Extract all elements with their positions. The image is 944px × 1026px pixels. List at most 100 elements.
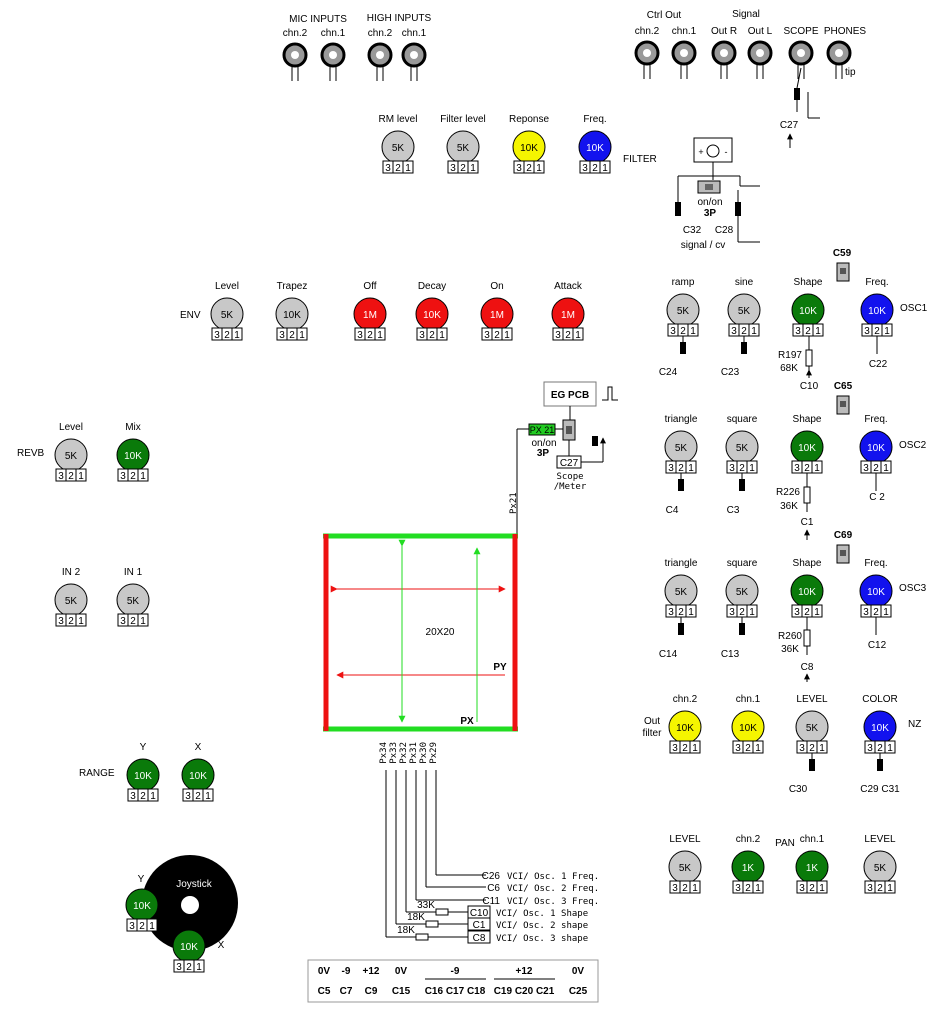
pot-pin-number: 3 (668, 607, 674, 618)
pot-value: 1M (363, 310, 377, 321)
revb-label: REVB (17, 448, 45, 459)
matrix-resistor-value: 33K (417, 900, 435, 911)
audio-jack[interactable] (711, 40, 737, 79)
audio-jack[interactable] (320, 42, 346, 81)
matrix-output-desc: VCI/ Osc. 3 shape (496, 934, 588, 944)
pot-pin-number: 3 (58, 616, 64, 627)
audio-jack[interactable] (401, 42, 427, 81)
audio-jack[interactable] (826, 40, 852, 79)
pot-pin-number: 3 (864, 326, 870, 337)
pot-pin-number: 1 (439, 330, 445, 341)
pot-label: Freq. (864, 414, 887, 425)
r260-value: 36K (781, 644, 799, 655)
audio-jack[interactable] (671, 40, 697, 79)
pot-value: 5K (65, 596, 78, 607)
range-label: RANGE (79, 768, 115, 779)
c1-label: C1 (801, 517, 814, 528)
capacitor-label: C29 C31 (860, 784, 900, 795)
voltage-cap-group: C25 (569, 986, 588, 997)
pot-pin-number: 2 (130, 471, 136, 482)
pot-label: X (195, 742, 202, 753)
pot-pin-number: 1 (140, 471, 146, 482)
pot-pin-block (173, 959, 205, 973)
pot-pin-number: 2 (367, 330, 373, 341)
ctrl-out-label: Ctrl Out (647, 10, 682, 21)
audio-jack[interactable] (282, 42, 308, 81)
pot-pin-number: 2 (68, 616, 74, 627)
pot-label: LEVEL (864, 834, 896, 845)
pot-label: LEVEL (796, 694, 828, 705)
voltage-cap-group: C7 (340, 986, 353, 997)
pot-value: 1M (561, 310, 575, 321)
on-on-label: on/on (697, 197, 722, 208)
pot-pin-number: 3 (130, 791, 136, 802)
pot-pin-block (55, 613, 87, 627)
audio-jack[interactable] (747, 40, 773, 79)
pot-pin-number: 1 (815, 326, 821, 337)
r226-resistor (803, 486, 811, 504)
pot-capacitor: C23 (721, 336, 747, 378)
output-jacks: Ctrl Out Signal chn.2 chn.1 Out R Out L … (635, 9, 866, 148)
pot-label: Filter level (440, 114, 486, 125)
matrix-resistor (415, 933, 429, 941)
high-chn1-label: chn.1 (402, 28, 427, 39)
audio-jack[interactable] (634, 40, 660, 79)
pot-capacitor: C29 C31 (860, 753, 900, 795)
pot-capacitor: C30 (789, 753, 815, 795)
joystick-label: Joystick (176, 879, 213, 890)
pot-pin-number: 2 (877, 883, 883, 894)
pot-pin-number: 3 (729, 463, 735, 474)
pot-pin-block (382, 160, 414, 174)
audio-jack[interactable] (788, 40, 814, 79)
voltage-cap-group: C16 C17 C18 (425, 986, 486, 997)
pot-pin-number: 1 (755, 883, 761, 894)
pot-pin-block (792, 323, 824, 337)
pot-label: chn.1 (800, 834, 825, 845)
audio-jack[interactable] (367, 42, 393, 81)
pot-value: 5K (675, 443, 688, 454)
